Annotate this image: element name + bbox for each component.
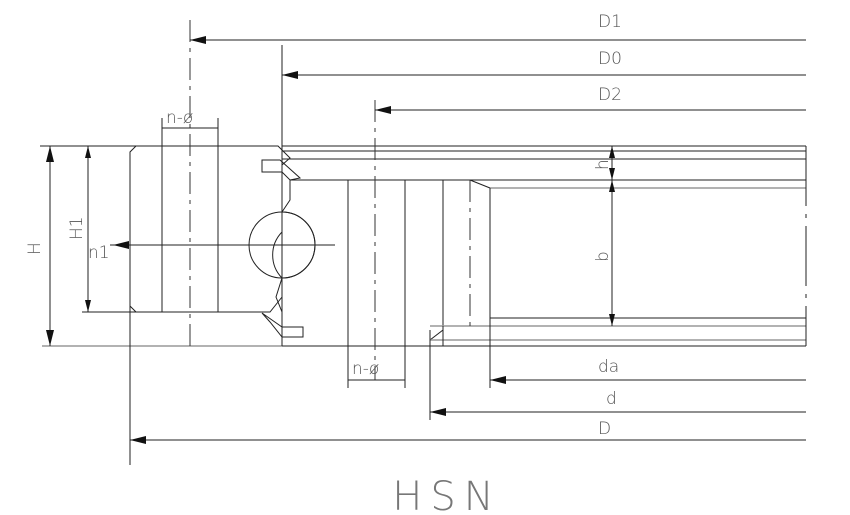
dim-label-H1: H1 xyxy=(67,216,87,240)
top-seal xyxy=(261,159,302,181)
dim-label-D0: D0 xyxy=(598,49,622,69)
outer-ring xyxy=(129,145,291,313)
dim-label-da: da xyxy=(598,357,619,377)
dim-label-H: H xyxy=(25,242,45,255)
dim-label-D1: D1 xyxy=(598,12,622,32)
dim-label-h: h xyxy=(593,159,613,170)
dim-label-b: b xyxy=(593,251,613,262)
dim-label-d: d xyxy=(606,389,617,409)
dim-label-hole-bottom: n-ø xyxy=(352,359,379,379)
model-title: HSN xyxy=(392,474,501,515)
dim-label-D2: D2 xyxy=(598,85,622,105)
dim-label-n1: n1 xyxy=(88,243,110,263)
dim-label-hole-top: n-ø xyxy=(166,108,193,128)
dimension-lines xyxy=(46,36,806,444)
gear-profile xyxy=(40,145,807,347)
dim-label-D: D xyxy=(598,419,611,439)
inner-ring xyxy=(275,179,444,347)
